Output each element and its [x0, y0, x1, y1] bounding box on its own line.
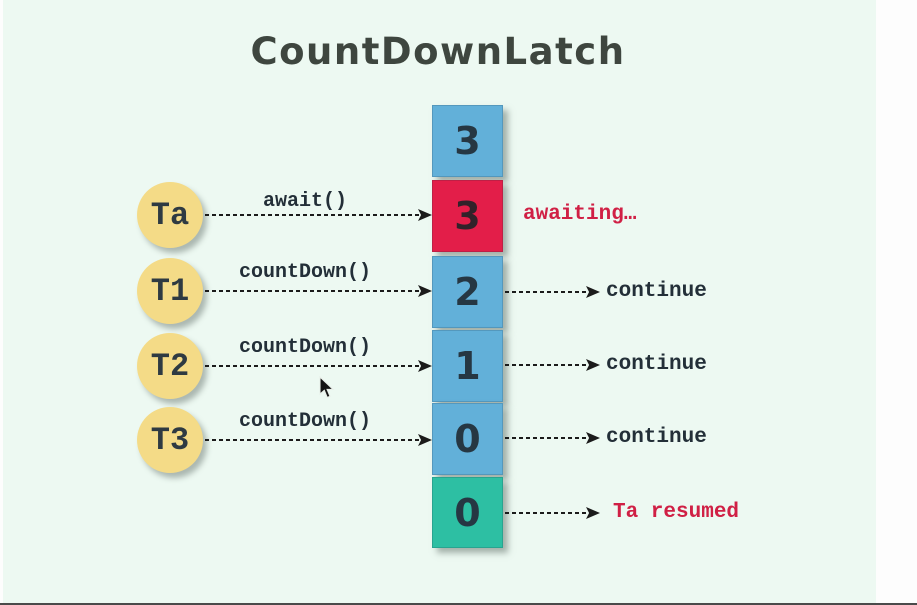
countdown-arrow-t3	[205, 434, 432, 446]
call-label-countdown-t1: countDown()	[238, 261, 372, 284]
dashed-line	[205, 290, 421, 292]
call-label-countdown-t3: countDown()	[238, 410, 372, 433]
countdown-arrow-t2	[205, 360, 432, 372]
thread-label: Ta	[150, 196, 190, 234]
latch-cell-count-1: 1	[432, 330, 503, 402]
latch-cell-value: 1	[454, 344, 481, 388]
thread-circle-t3: T3	[137, 407, 203, 473]
continue-label-2: continue	[606, 353, 707, 376]
call-label-countdown-t2: countDown()	[238, 336, 372, 359]
thread-circle-t1: T1	[137, 258, 203, 324]
latch-cell-awaiting: 3	[432, 180, 503, 252]
continue-label-3: continue	[606, 426, 707, 449]
latch-cell-value: 3	[454, 194, 481, 238]
dashed-line	[505, 364, 589, 366]
countdown-arrow-t1	[205, 285, 432, 297]
dashed-line	[205, 439, 421, 441]
dashed-line	[205, 365, 421, 367]
diagram-title: CountDownLatch	[250, 30, 626, 73]
thread-circle-ta: Ta	[137, 182, 203, 248]
continue-arrow-3	[505, 432, 600, 444]
latch-cell-initial: 3	[432, 105, 503, 177]
continue-label-1: continue	[606, 280, 707, 303]
continue-arrow-2	[505, 359, 600, 371]
continue-arrow-1	[505, 286, 600, 298]
thread-circle-t2: T2	[137, 333, 203, 399]
dashed-line	[505, 291, 589, 293]
thread-label: T2	[150, 347, 190, 385]
latch-cell-value: 0	[454, 490, 481, 535]
await-arrow-ta	[205, 209, 432, 221]
thread-label: T1	[150, 272, 190, 310]
ta-resumed-label: Ta resumed	[613, 501, 740, 524]
latch-cell-count-2: 2	[432, 256, 503, 328]
awaiting-status-label: awaiting…	[523, 203, 637, 226]
latch-cell-value: 0	[454, 417, 481, 461]
latch-cell-released: 0	[432, 477, 503, 548]
bottom-edge-divider	[0, 603, 917, 605]
dashed-line	[205, 214, 421, 216]
latch-cell-count-0: 0	[432, 403, 503, 475]
mouse-cursor-icon	[318, 375, 335, 405]
resumed-arrow	[505, 507, 600, 519]
latch-cell-value: 3	[454, 119, 481, 163]
call-label-await: await()	[262, 190, 347, 213]
dashed-line	[505, 512, 589, 514]
dashed-line	[505, 437, 589, 439]
latch-cell-value: 2	[454, 270, 481, 314]
thread-label: T3	[150, 421, 190, 459]
